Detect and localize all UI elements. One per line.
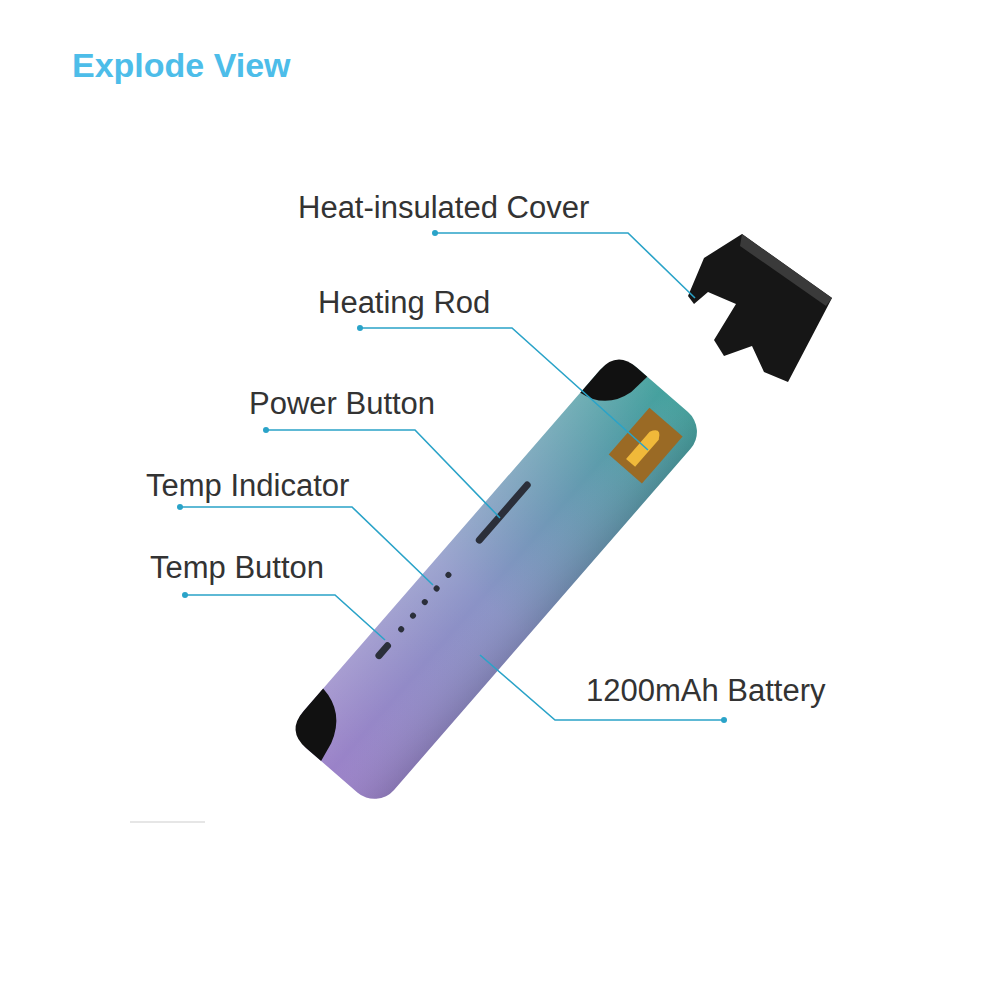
heating-rod-window xyxy=(609,408,683,484)
power-button xyxy=(474,480,532,545)
diagram-title: Explode View xyxy=(72,45,291,86)
part-label: Heat-insulated Cover xyxy=(298,189,589,226)
divider-line xyxy=(130,821,205,823)
temp-indicator xyxy=(397,571,453,634)
part-label: 1200mAh Battery xyxy=(586,672,826,709)
part-label: Temp Indicator xyxy=(146,467,349,504)
top-slot xyxy=(580,350,647,419)
part-label: Heating Rod xyxy=(318,284,490,321)
cover-highlight xyxy=(740,234,832,306)
leader-line xyxy=(185,595,385,640)
part-label: Temp Button xyxy=(150,549,324,586)
bottom-slot xyxy=(286,689,357,761)
heat-insulated-cover xyxy=(688,234,832,382)
part-label: Power Button xyxy=(249,385,435,422)
temp-button xyxy=(374,641,392,661)
